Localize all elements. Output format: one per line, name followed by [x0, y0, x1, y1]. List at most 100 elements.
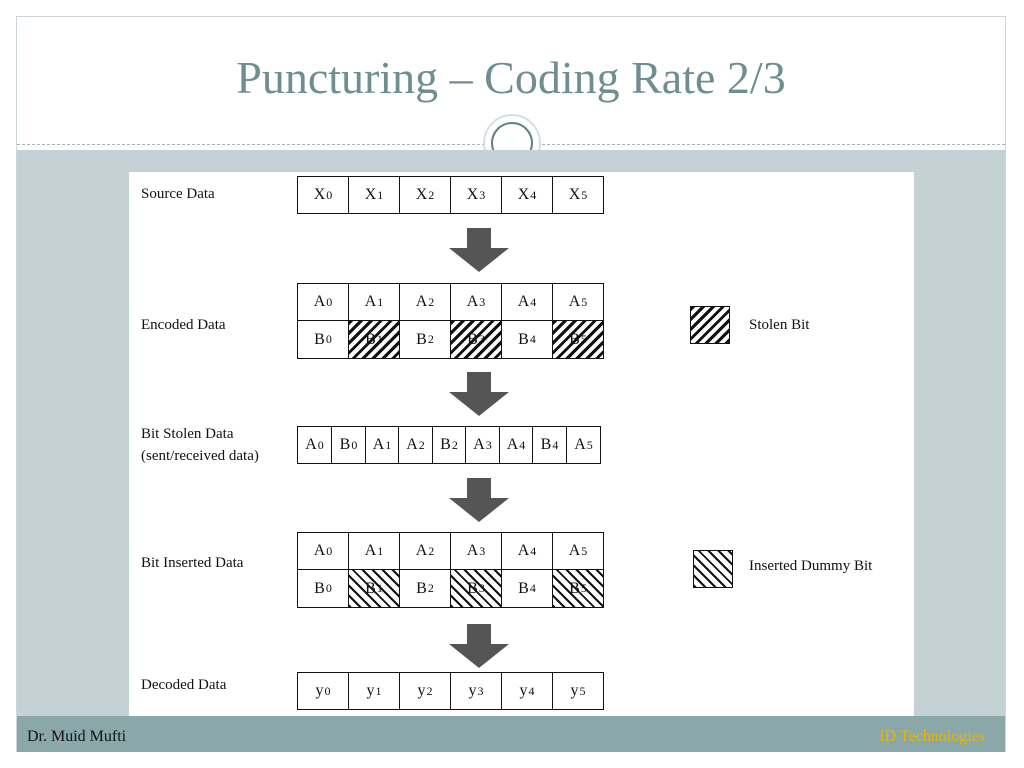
bit-index: 0: [325, 332, 332, 346]
bit-index: 2: [428, 543, 435, 558]
stolen-bit-legend-label: Stolen Bit: [749, 317, 810, 333]
bit-symbol: A: [517, 542, 530, 559]
bit-stolen-data-label: Bit Stolen Data: [141, 426, 234, 442]
inserted-dummy-bit-legend-label: Inserted Dummy Bit: [749, 558, 873, 574]
bit-symbol: X: [466, 186, 479, 203]
bit-index: 1: [375, 683, 382, 698]
bit-symbol: B: [416, 330, 427, 348]
bit-index: 4: [529, 581, 536, 595]
bit-index: 4: [552, 437, 559, 452]
bit-symbol: B: [467, 330, 478, 348]
bit-symbol: B: [569, 330, 580, 348]
decoded-data-label: Decoded Data: [141, 677, 227, 693]
encoded-data-label: Encoded Data: [141, 317, 226, 333]
bit-symbol: X: [364, 186, 377, 203]
bit-symbol: y: [417, 682, 426, 699]
bit-index: 0: [326, 187, 333, 202]
bit-symbol: B: [569, 579, 580, 597]
inserted-dummy-bit-swatch: [693, 550, 733, 588]
footer-author: Dr. Muid Mufti: [27, 728, 127, 745]
bit-index: 0: [351, 437, 358, 452]
bit-symbol: B: [416, 579, 427, 597]
bit-symbol: B: [518, 330, 529, 348]
bit-index: 0: [324, 683, 331, 698]
bit-symbol: A: [568, 293, 581, 310]
bit-symbol: B: [518, 579, 529, 597]
bit-symbol: A: [372, 436, 385, 453]
slide-title: Puncturing – Coding Rate 2/3: [236, 52, 786, 103]
bit-index: 2: [427, 581, 434, 595]
bit-index: 4: [530, 543, 537, 558]
bit-index: 1: [376, 581, 383, 595]
bit-index: 2: [427, 332, 434, 346]
bit-index: 1: [377, 294, 384, 309]
bit-index: 5: [581, 294, 588, 309]
bit-index: 1: [385, 437, 392, 452]
bit-index: 0: [325, 581, 332, 595]
bit-index: 4: [530, 187, 537, 202]
bit-symbol: y: [468, 682, 477, 699]
bit-symbol: X: [517, 186, 530, 203]
bit-index: 5: [579, 683, 586, 698]
bit-index: 4: [530, 294, 537, 309]
bit-symbol: A: [473, 436, 485, 453]
bit-symbol: A: [574, 436, 586, 453]
bit-symbol: A: [406, 436, 418, 453]
bit-index: 0: [326, 543, 333, 558]
bit-index: 1: [377, 187, 384, 202]
bit-symbol: A: [313, 542, 326, 559]
bit-symbol: y: [315, 682, 324, 699]
bit-symbol: B: [467, 579, 478, 597]
footer-bar: Dr. Muid Mufti ID Technologies: [17, 716, 1005, 752]
down-arrow-icon: [449, 372, 509, 416]
bit-symbol: B: [365, 330, 376, 348]
bit-index: 3: [479, 187, 486, 202]
bit-index: 2: [428, 187, 435, 202]
bit-symbol: B: [540, 436, 552, 453]
bit-index: 3: [479, 294, 486, 309]
bit-index: 3: [477, 683, 484, 698]
bit-index: 0: [326, 294, 333, 309]
bit-symbol: X: [313, 186, 326, 203]
bit-symbol: A: [568, 542, 581, 559]
bit-index: 5: [580, 581, 587, 595]
bit-symbol: A: [506, 436, 519, 453]
bit-symbol: B: [339, 436, 351, 453]
